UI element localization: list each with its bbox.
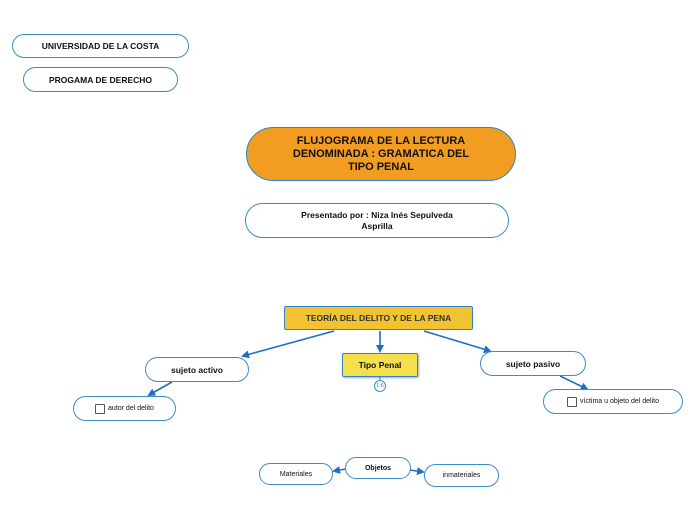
university-node[interactable]: UNIVERSIDAD DE LA COSTA <box>12 34 189 58</box>
title-line-3: TIPO PENAL <box>347 160 414 173</box>
link-objetos-to-inmateriales <box>409 467 425 476</box>
tipo-penal-badge-label: 1:6 <box>376 383 384 389</box>
program-label: PROGAMA DE DERECHO <box>48 74 153 85</box>
title-node[interactable]: FLUJOGRAMA DE LA LECTURA DENOMINADA : GR… <box>246 127 516 181</box>
university-label: UNIVERSIDAD DE LA COSTA <box>41 41 160 51</box>
link-sujeto-pasivo-to-victima <box>559 375 589 391</box>
presenter-line-2: Asprilla <box>361 220 393 231</box>
materiales-node[interactable]: Materiales <box>259 463 333 485</box>
tipo-penal-badge[interactable]: 1:6 <box>374 380 386 392</box>
objetos-label: Objetos <box>364 464 392 472</box>
root-label: TEORÍA DEL DELITO Y DE LA PENA <box>305 313 452 323</box>
link-objetos-to-materiales <box>332 466 347 474</box>
victima-label: víctima u objeto del delito <box>580 398 659 405</box>
sujeto-activo-node[interactable]: sujeto activo <box>145 357 249 382</box>
title-line-2: DENOMINADA : GRAMATICA DEL <box>292 147 470 160</box>
presenter-node[interactable]: Presentado por : Niza Inés Sepulveda Asp… <box>245 203 509 238</box>
victima-node[interactable]: víctima u objeto del delito <box>543 389 683 414</box>
link-sujeto-activo-to-autor <box>147 381 173 396</box>
program-node[interactable]: PROGAMA DE DERECHO <box>23 67 178 92</box>
checkbox-icon[interactable] <box>95 403 106 414</box>
objetos-node[interactable]: Objetos <box>345 457 411 479</box>
sujeto-pasivo-node[interactable]: sujeto pasivo <box>480 351 586 376</box>
presenter-line-1: Presentado por : Niza Inés Sepulveda <box>301 209 453 220</box>
inmateriales-node[interactable]: inmateriales <box>424 464 499 487</box>
materiales-label: Materiales <box>279 470 313 478</box>
sujeto-activo-label: sujeto activo <box>171 364 223 375</box>
tipo-penal-node[interactable]: Tipo Penal <box>342 353 418 377</box>
link-root-to-sujeto-activo <box>241 330 335 359</box>
root-node[interactable]: TEORÍA DEL DELITO Y DE LA PENA <box>284 306 473 330</box>
tipo-penal-label: Tipo Penal <box>358 360 402 370</box>
sujeto-pasivo-label: sujeto pasivo <box>505 358 561 369</box>
title-line-1: FLUJOGRAMA DE LA LECTURA <box>296 134 466 147</box>
autor-del-delito-label: autor del delito <box>108 405 154 412</box>
link-root-to-sujeto-pasivo <box>423 330 492 354</box>
checkbox-icon[interactable] <box>567 396 577 407</box>
autor-del-delito-node[interactable]: autor del delito <box>73 396 176 421</box>
inmateriales-label: inmateriales <box>442 472 481 479</box>
